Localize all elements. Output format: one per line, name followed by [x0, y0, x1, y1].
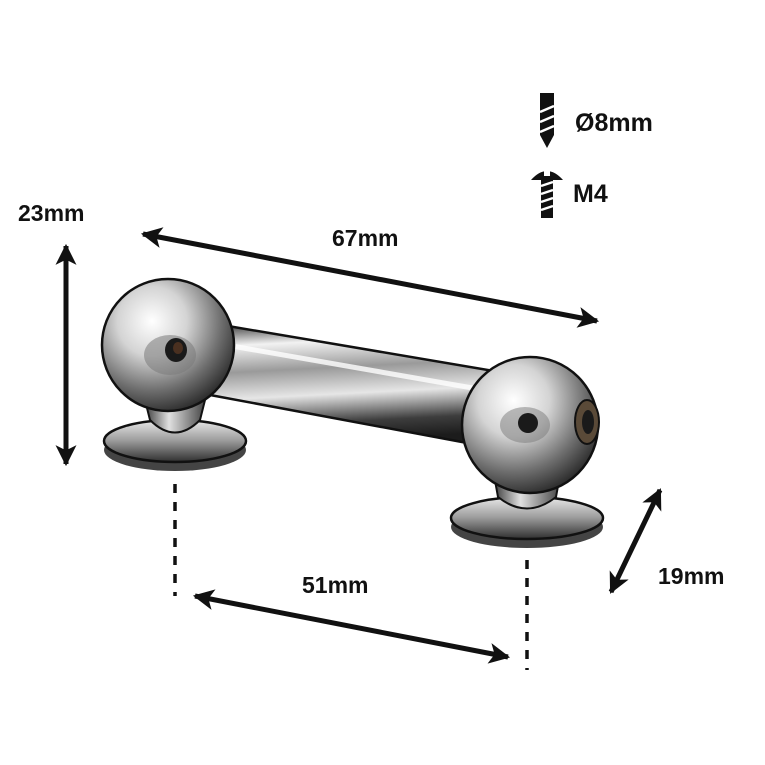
base-arrow — [608, 488, 663, 594]
dimension-length: 67mm — [140, 225, 600, 328]
drill-size-label: Ø8mm — [575, 109, 653, 137]
dimension-height: 23mm — [18, 200, 84, 467]
length-arrow — [140, 227, 600, 328]
left-ball — [100, 277, 236, 413]
spacing-arrow — [192, 589, 511, 664]
screw-spec: M4 — [531, 166, 608, 218]
dimension-spacing: 51mm — [173, 484, 529, 670]
right-ball — [460, 355, 600, 495]
dimension-base: 19mm — [608, 488, 724, 594]
screw-icon — [531, 166, 563, 218]
drill-spec: Ø8mm — [539, 93, 653, 148]
spacing-label: 51mm — [302, 572, 368, 598]
handle-bar — [208, 323, 490, 447]
base-label: 19mm — [658, 563, 724, 589]
cabinet-handle — [100, 277, 605, 548]
drill-bit-icon — [539, 93, 555, 148]
length-label: 67mm — [332, 225, 398, 251]
height-label: 23mm — [18, 200, 84, 226]
screw-size-label: M4 — [573, 180, 608, 208]
